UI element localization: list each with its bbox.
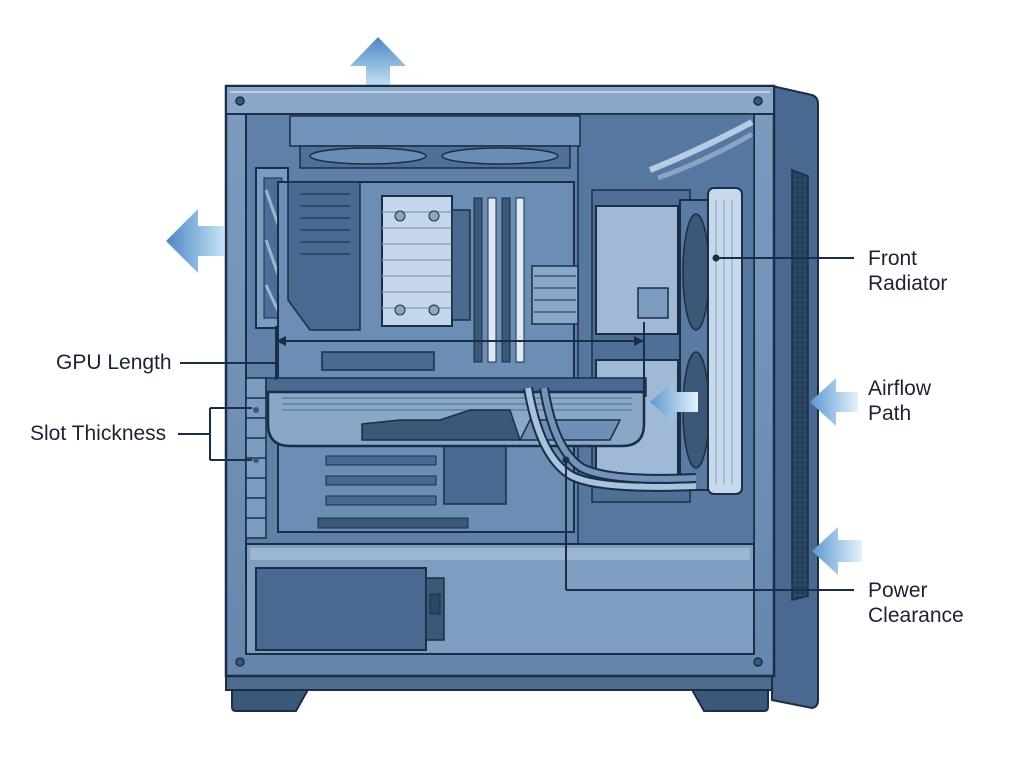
gpu-length-label: GPU Length: [56, 351, 172, 374]
intake-arrow-icon: [650, 381, 698, 423]
top-fans: [289, 115, 581, 169]
power-clearance-label-line2: Clearance: [868, 604, 964, 627]
airflow-path-label: Airflow Path: [868, 376, 931, 426]
intake-arrow-icon: [810, 378, 858, 426]
leader-lines: [178, 254, 854, 591]
cooling-tube: [523, 387, 697, 492]
power-clearance-label: Power Clearance: [868, 578, 964, 628]
slot-thickness-label: Slot Thickness: [30, 422, 167, 445]
front-radiator-label-line2: Radiator: [868, 272, 948, 295]
exhaust-arrow-up-icon: [350, 37, 406, 87]
front-mesh: [791, 168, 809, 601]
graphics-card: [265, 377, 647, 448]
power-supply: [255, 567, 427, 651]
airflow-path-label-line2: Path: [868, 402, 912, 425]
front-radiator: [679, 187, 743, 495]
front-radiator-label-line1: Front: [868, 247, 918, 270]
power-clearance-label-line1: Power: [868, 579, 928, 602]
intake-arrow-icon: [812, 527, 862, 575]
drive-cage: [591, 189, 691, 503]
motherboard: [277, 181, 579, 533]
exhaust-arrow-left-icon: [166, 209, 224, 273]
front-radiator-label: Front Radiator: [868, 246, 947, 296]
airflow-path-label-line1: Airflow: [868, 377, 932, 400]
expansion-slot-brackets: [245, 377, 267, 539]
